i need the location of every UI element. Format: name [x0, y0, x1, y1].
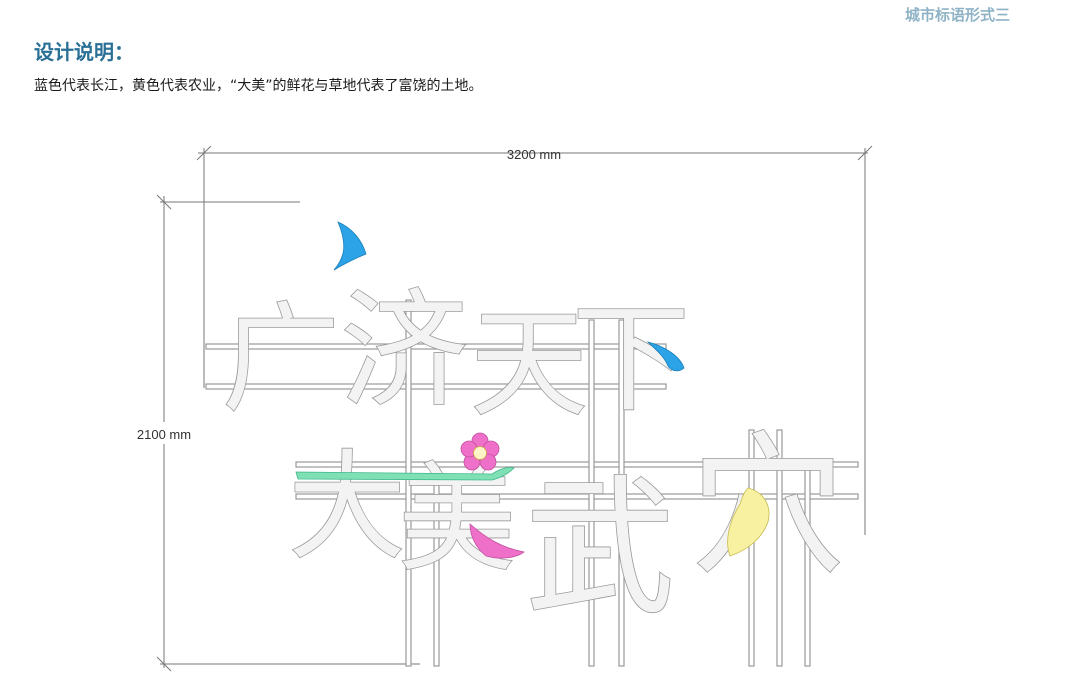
slogan-line-1: 广 济 天 下 — [221, 276, 691, 434]
yellow-agriculture-accent — [727, 487, 770, 557]
support-frame — [205, 299, 859, 667]
glyph-da: 大 — [288, 438, 406, 576]
height-dimension-label: 2100 mm — [137, 427, 191, 442]
width-dimension — [196, 145, 873, 535]
design-notes-title: 设计说明： — [34, 40, 134, 64]
blue-river-accent-top — [333, 221, 367, 271]
flower-icon — [460, 432, 500, 471]
glyph-guang: 广 — [222, 290, 340, 428]
height-dimension-label-bg — [128, 422, 200, 444]
glyph-ji: 济 — [340, 277, 468, 426]
page-tag: 城市标语形式三 — [904, 6, 1010, 24]
glyph-tian: 天 — [470, 295, 588, 433]
width-dimension-label: 3200 mm — [507, 147, 561, 162]
pink-flower-petal-accent — [469, 523, 525, 559]
glyph-wu: 武 — [525, 462, 675, 636]
design-notes-description: 蓝色代表长江，黄色代表农业，“大美”的鲜花与草地代表了富饶的土地。 — [34, 78, 483, 94]
green-grass-accent — [295, 467, 515, 481]
blue-river-accent-drop — [646, 341, 685, 372]
